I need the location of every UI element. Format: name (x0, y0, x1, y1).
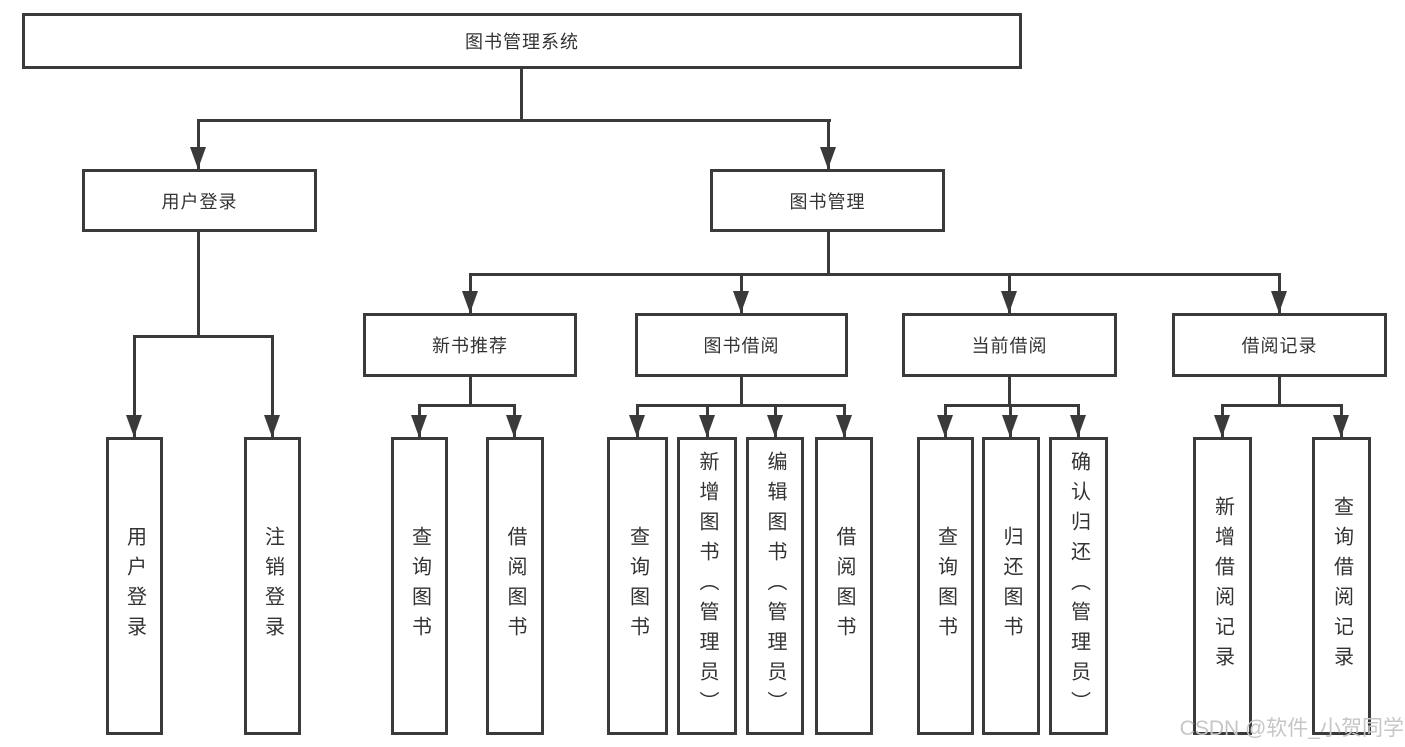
arrowhead-down-icon (126, 415, 142, 437)
arrowhead-down-icon (1070, 415, 1086, 437)
connector-root-stem (520, 69, 523, 119)
leaf-label: 查询图书 (626, 526, 649, 646)
connector-rail (418, 404, 516, 407)
csdn-watermark: CSDN @软件_小贺同学 (1179, 717, 1404, 740)
leaf-label: 新增图书（管理员） (696, 451, 718, 721)
connector-stem (827, 232, 830, 273)
connector-level2-rail (197, 119, 831, 122)
arrowhead-down-icon (190, 147, 206, 169)
connector-stem (1278, 377, 1281, 404)
leaf-label: 借阅图书 (504, 526, 526, 646)
leaf-label: 确认归还（管理员） (1067, 451, 1090, 721)
arrowhead-down-icon (506, 415, 522, 437)
connector-stem (740, 377, 743, 404)
arrowhead-down-icon (1214, 415, 1230, 437)
connector-stem (469, 377, 472, 404)
leaf-query-borrow-record: 查询借阅记录 (1312, 437, 1371, 735)
node-user-login: 用户登录 (82, 169, 317, 232)
leaf-add-books-admin: 新增图书（管理员） (677, 437, 737, 735)
arrowhead-down-icon (937, 415, 953, 437)
connector-rail (636, 404, 846, 407)
node-library-management-system: 图书管理系统 (22, 13, 1022, 69)
leaf-confirm-return-admin: 确认归还（管理员） (1049, 437, 1108, 735)
arrowhead-down-icon (699, 415, 715, 437)
leaf-label: 新增借阅记录 (1211, 496, 1234, 676)
leaf-borrow-books-2: 借阅图书 (815, 437, 873, 735)
connector-level3-rail (469, 273, 1281, 276)
connector-stem (197, 119, 200, 169)
arrowhead-down-icon (1333, 415, 1349, 437)
leaf-logout: 注销登录 (244, 437, 301, 735)
leaf-label: 注销登录 (261, 526, 284, 646)
node-current-borrowing: 当前借阅 (902, 313, 1117, 377)
leaf-label: 归还图书 (1000, 526, 1022, 646)
connector-stem (1008, 377, 1011, 404)
leaf-label: 查询借阅记录 (1330, 496, 1353, 676)
leaf-borrow-books: 借阅图书 (486, 437, 544, 735)
arrowhead-down-icon (629, 415, 645, 437)
connector-rail (1221, 404, 1343, 407)
leaf-query-books-2: 查询图书 (607, 437, 668, 735)
node-borrow-records: 借阅记录 (1172, 313, 1387, 377)
arrowhead-down-icon (411, 415, 427, 437)
arrowhead-down-icon (820, 147, 836, 169)
arrowhead-down-icon (1001, 291, 1017, 313)
arrowhead-down-icon (1002, 415, 1018, 437)
arrowhead-down-icon (767, 415, 783, 437)
arrowhead-down-icon (836, 415, 852, 437)
leaf-query-books-3: 查询图书 (917, 437, 974, 735)
arrowhead-down-icon (462, 291, 478, 313)
connector-stem (133, 335, 136, 437)
node-book-management: 图书管理 (710, 169, 945, 232)
arrowhead-down-icon (264, 415, 280, 437)
leaf-edit-books-admin: 编辑图书（管理员） (746, 437, 804, 735)
leaf-add-borrow-record: 新增借阅记录 (1193, 437, 1252, 735)
connector-rail (944, 404, 1080, 407)
connector-stem (197, 232, 200, 335)
leaf-label: 查询图书 (408, 526, 431, 646)
leaf-label: 编辑图书（管理员） (764, 451, 786, 721)
node-book-borrowing: 图书借阅 (635, 313, 848, 377)
arrowhead-down-icon (1271, 291, 1287, 313)
leaf-return-books: 归还图书 (982, 437, 1040, 735)
connector-stem (271, 335, 274, 437)
node-new-book-recommendation: 新书推荐 (363, 313, 577, 377)
leaf-label: 查询图书 (934, 526, 957, 646)
connector-rail (133, 335, 274, 338)
leaf-label: 用户登录 (123, 526, 146, 646)
arrowhead-down-icon (733, 291, 749, 313)
connector-stem (827, 119, 830, 169)
leaf-query-books: 查询图书 (391, 437, 448, 735)
leaf-user-login: 用户登录 (106, 437, 163, 735)
leaf-label: 借阅图书 (833, 526, 855, 646)
